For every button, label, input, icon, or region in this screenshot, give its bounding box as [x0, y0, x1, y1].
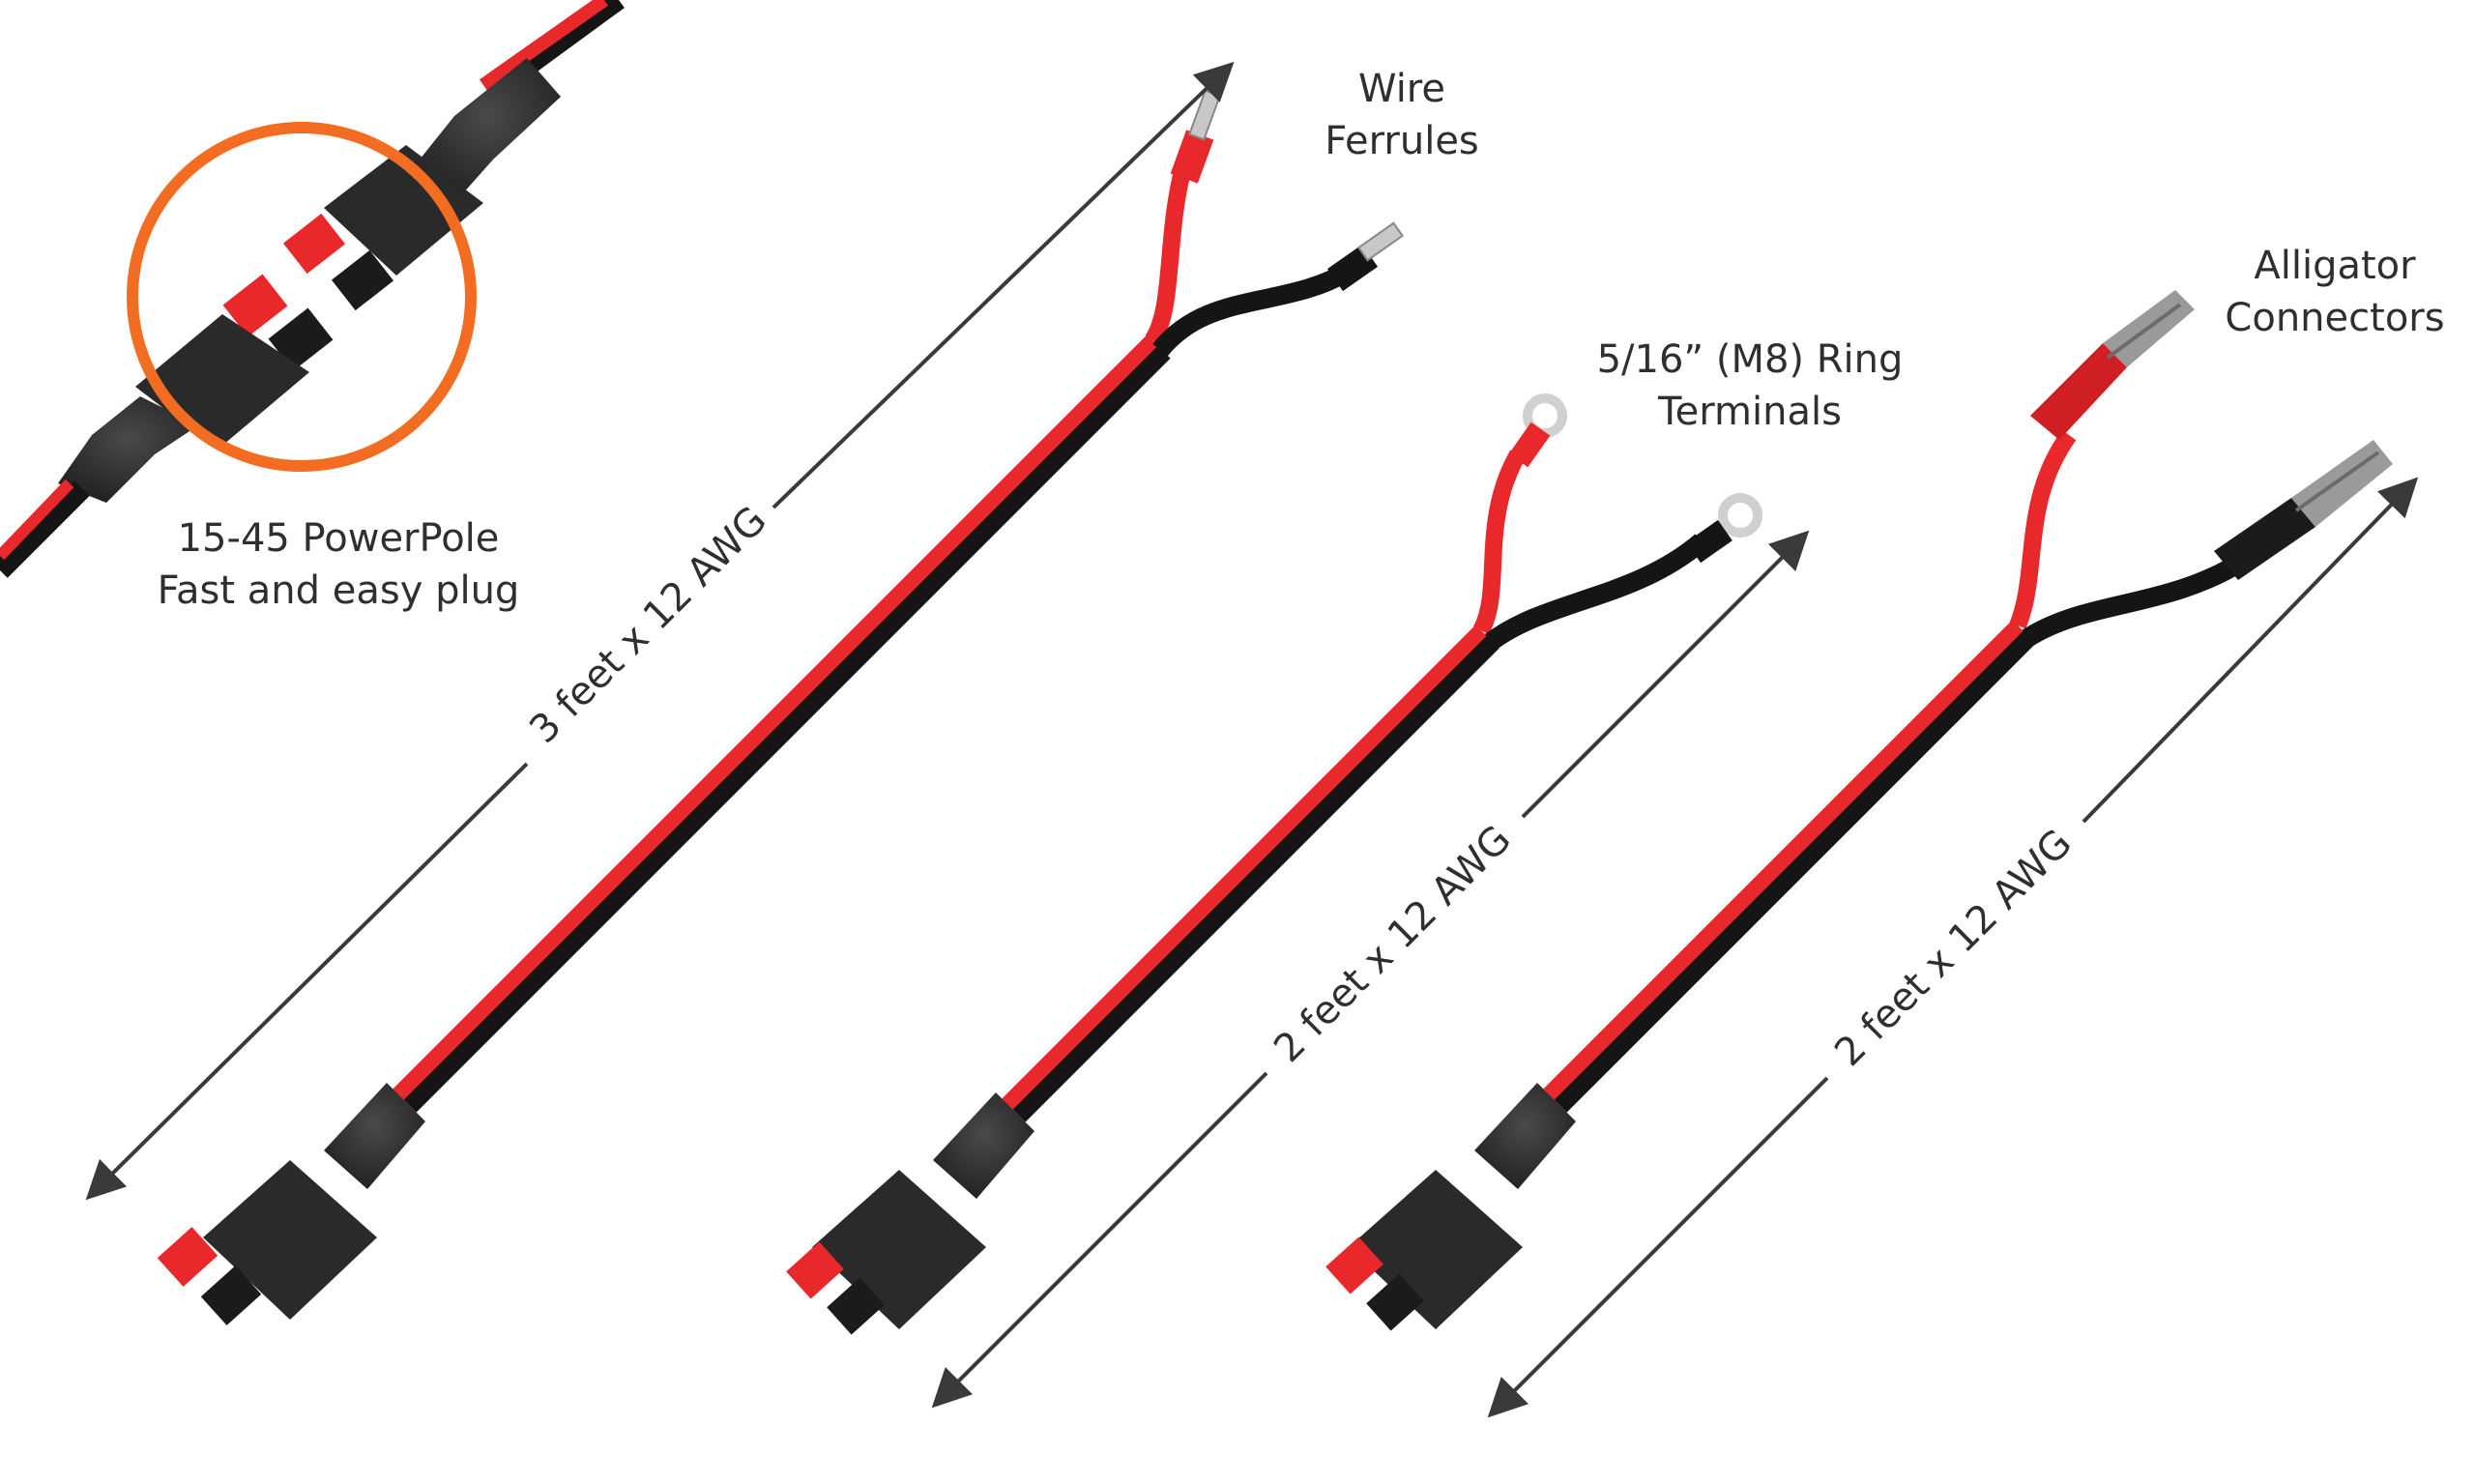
callout-ring-terminals: 5/16” (M8) Ring Terminals — [1586, 334, 1914, 438]
cable-ferrules — [157, 89, 1405, 1325]
alligator-clip-icon — [2030, 290, 2195, 440]
callout-line: Wire — [1358, 67, 1445, 111]
cable-ring-terminals — [786, 393, 1762, 1335]
dimension-arrow-cable1: 3 feet x 12 AWG — [85, 61, 1235, 1201]
callout-line: 5/16” (M8) Ring — [1596, 337, 1904, 382]
callout-line: Alligator — [2254, 244, 2416, 288]
dimension-label: 2 feet x 12 AWG — [1266, 817, 1520, 1071]
ferrule-icon — [1326, 221, 1405, 292]
callout-line: Connectors — [2225, 296, 2445, 340]
ring-terminal-icon — [1686, 493, 1762, 564]
ring-terminal-icon — [1508, 393, 1567, 468]
callout-line: Ferrules — [1325, 119, 1479, 163]
callout-alligator-connectors: Alligator Connectors — [2204, 240, 2465, 344]
highlight-ring — [127, 122, 477, 472]
callout-line: Fast and easy plug — [157, 568, 520, 613]
callout-wire-ferrules: Wire Ferrules — [1296, 63, 1508, 167]
powerpole-pair-closeup — [0, 0, 625, 578]
alligator-clip-icon — [2214, 440, 2393, 580]
dimension-label: 2 feet x 12 AWG — [1826, 821, 2081, 1075]
dimension-arrow-cable3: 2 feet x 12 AWG — [1487, 477, 2419, 1418]
ferrule-icon — [1170, 89, 1222, 184]
callout-line: Terminals — [1658, 390, 1842, 434]
cable-alligator — [1325, 290, 2393, 1331]
callout-powerpole: 15-45 PowerPole Fast and easy plug — [135, 512, 541, 617]
callout-line: 15-45 PowerPole — [177, 516, 500, 561]
dimension-label: 3 feet x 12 AWG — [521, 498, 775, 752]
